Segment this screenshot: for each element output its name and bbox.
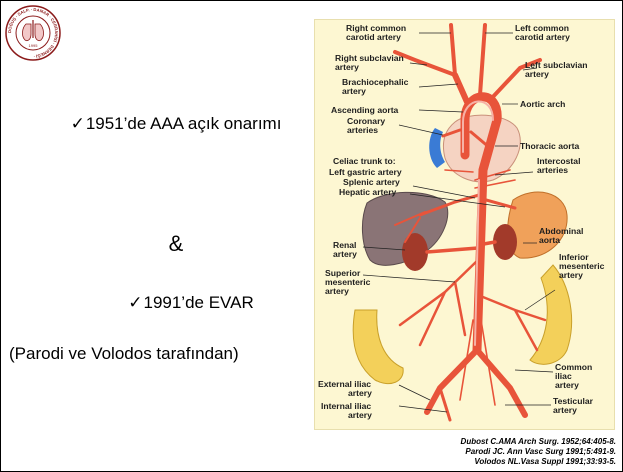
check-mark-icon: ✓ xyxy=(71,114,85,133)
bullet-open-repair-text: 1951’de AAA açık onarımı xyxy=(86,114,282,133)
ascending-colon-shape xyxy=(353,310,403,384)
society-logo: DOĞUŞ · SALP. · DAMAR · CERRAHİSİ · DERN… xyxy=(4,4,62,62)
label-aortic-arch: Aortic arch xyxy=(520,99,565,109)
reference-dubost: Dubost C.AMA Arch Surg. 1952;64:405-8. xyxy=(461,437,616,447)
svg-text:1995: 1995 xyxy=(29,43,39,48)
ampersand: & xyxy=(156,231,196,257)
right-subclavian-artery xyxy=(395,52,455,75)
reference-volodos: Volodos NL.Vasa Suppl 1991;33:93-5. xyxy=(461,457,616,467)
references: Dubost C.AMA Arch Surg. 1952;64:405-8. P… xyxy=(461,437,616,467)
internal-iliac-artery xyxy=(440,388,450,420)
brachiocephalic-artery xyxy=(455,75,467,102)
bullet-evar: ✓1991’de EVAR xyxy=(121,293,261,313)
right-common-carotid-artery xyxy=(451,25,455,75)
left-common-carotid-artery xyxy=(480,25,485,95)
bullet-evar-text: 1991’de EVAR xyxy=(143,293,253,312)
superior-mesenteric-artery xyxy=(400,260,478,345)
logo-seal-icon: DOĞUŞ · SALP. · DAMAR · CERRAHİSİ · DERN… xyxy=(4,4,62,62)
label-thoracic-aorta: Thoracic aorta xyxy=(520,141,579,151)
bullet-open-repair: ✓1951’de AAA açık onarımı xyxy=(51,114,301,134)
common-iliac-left xyxy=(427,350,477,412)
label-ascending-aorta: Ascending aorta xyxy=(331,105,399,115)
check-mark-icon: ✓ xyxy=(128,293,142,312)
bullet-attribution: (Parodi ve Volodos tarafından) xyxy=(9,344,309,364)
reference-parodi: Parodi JC. Ann Vasc Surg 1991;5:491-9. xyxy=(461,447,616,457)
